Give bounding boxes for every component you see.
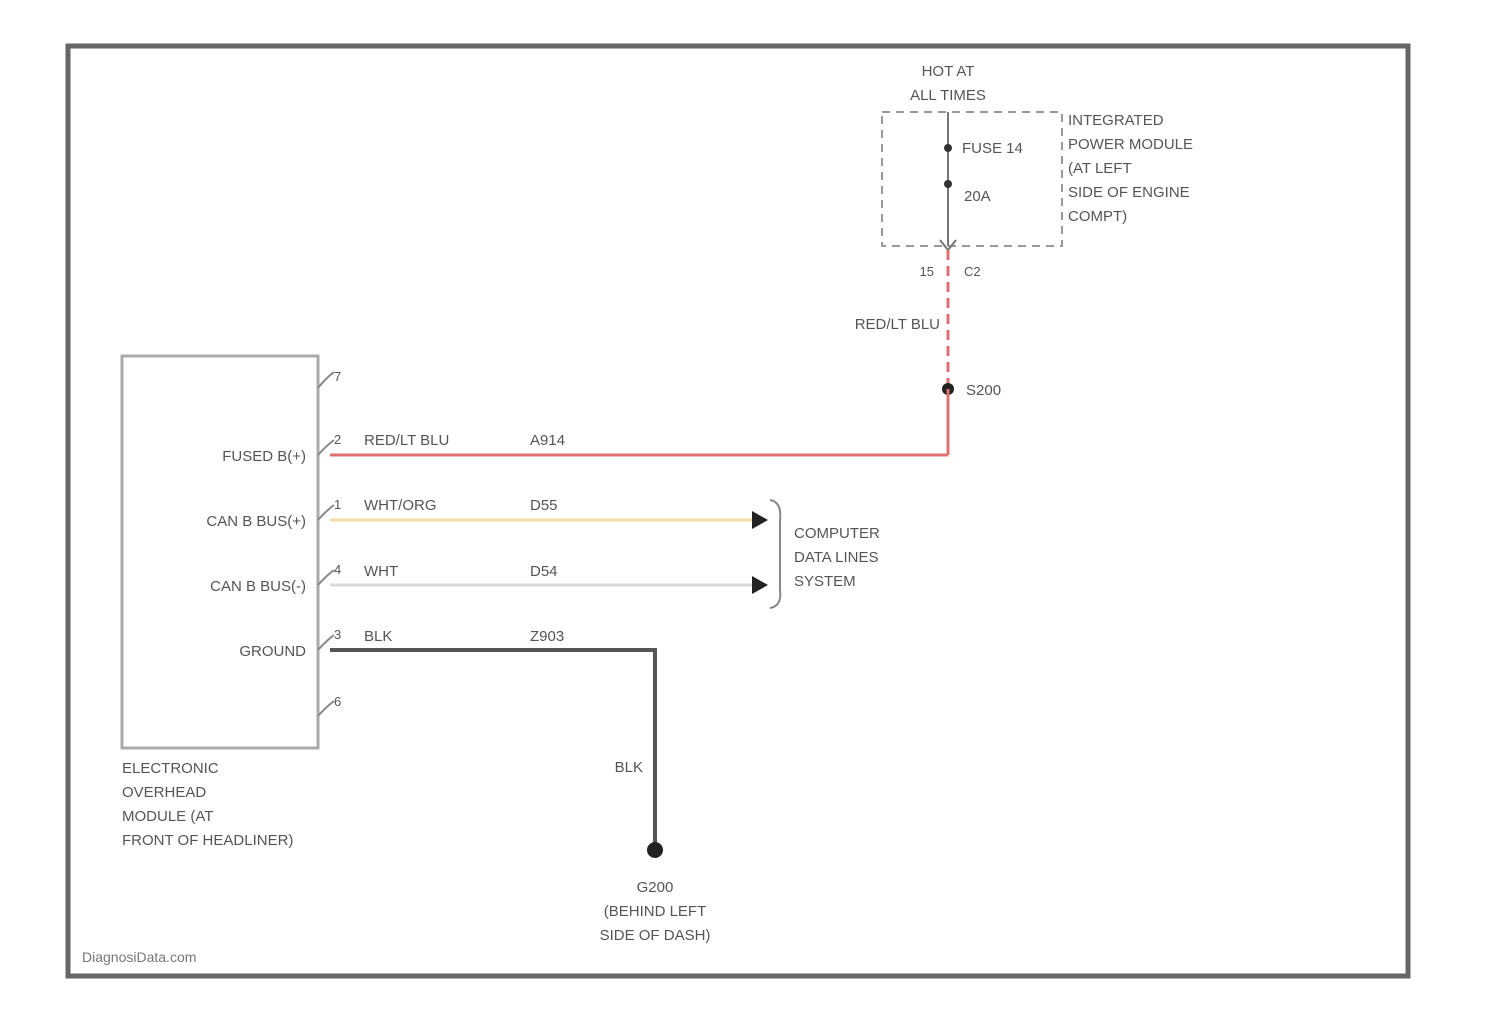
data-lines-label-line3: SYSTEM	[794, 573, 856, 590]
power-module-name-line2: POWER MODULE	[1068, 136, 1193, 153]
fuse-name: FUSE 14	[962, 140, 1023, 157]
wire-color-red: RED/LT BLU	[364, 432, 449, 449]
splice-name: S200	[966, 382, 1001, 399]
module-name-line3: MODULE (AT	[122, 808, 213, 825]
wire-circuit-d55: D55	[530, 497, 558, 514]
ground-name-line2: (BEHIND LEFT	[604, 903, 707, 920]
power-module-name-line3: (AT LEFT	[1068, 160, 1132, 177]
ground-point-dot	[647, 842, 663, 858]
pin-label-can-b-minus: CAN B BUS(-)	[210, 578, 306, 595]
watermark: DiagnosiData.com	[82, 949, 196, 965]
hot-label-line1: HOT AT	[922, 63, 975, 80]
pin-label-fused-b: FUSED B(+)	[222, 448, 306, 465]
data-lines-label-line2: DATA LINES	[794, 549, 878, 566]
pin-number-3: 3	[334, 627, 341, 642]
wire-color-blk: BLK	[364, 628, 392, 645]
module-box	[122, 356, 318, 748]
power-module-name-line5: COMPT)	[1068, 208, 1127, 225]
pin-number-1: 1	[334, 497, 341, 512]
data-lines-label-line1: COMPUTER	[794, 525, 880, 542]
pin-number-6: 6	[334, 694, 341, 709]
pin-label-ground: GROUND	[239, 643, 306, 660]
module-name-line2: OVERHEAD	[122, 784, 206, 801]
wire-color-wht-org: WHT/ORG	[364, 497, 437, 514]
ground-name-line1: G200	[637, 879, 674, 896]
pin-number-7: 7	[334, 369, 341, 384]
ground-wire-color: BLK	[615, 759, 643, 776]
fuse-terminal-top	[944, 144, 952, 152]
fuse-rating: 20A	[964, 188, 991, 205]
power-module-name-line4: SIDE OF ENGINE	[1068, 184, 1190, 201]
connector-pin: 15	[920, 264, 934, 279]
module-name-line1: ELECTRONIC	[122, 760, 219, 777]
module-name-line4: FRONT OF HEADLINER)	[122, 832, 293, 849]
fuse-terminal-bottom	[944, 180, 952, 188]
connector-name: C2	[964, 264, 981, 279]
hot-label-line2: ALL TIMES	[910, 87, 986, 104]
pin-label-can-b-plus: CAN B BUS(+)	[206, 513, 306, 530]
wire-circuit-z903: Z903	[530, 628, 564, 645]
pin-number-2: 2	[334, 432, 341, 447]
vertical-wire-color: RED/LT BLU	[855, 316, 940, 333]
pin-number-4: 4	[334, 562, 341, 577]
power-module-name-line1: INTEGRATED	[1068, 112, 1164, 129]
wire-color-wht: WHT	[364, 563, 398, 580]
wire-circuit-d54: D54	[530, 563, 558, 580]
wire-circuit-a914: A914	[530, 432, 565, 449]
ground-name-line3: SIDE OF DASH)	[600, 927, 711, 944]
